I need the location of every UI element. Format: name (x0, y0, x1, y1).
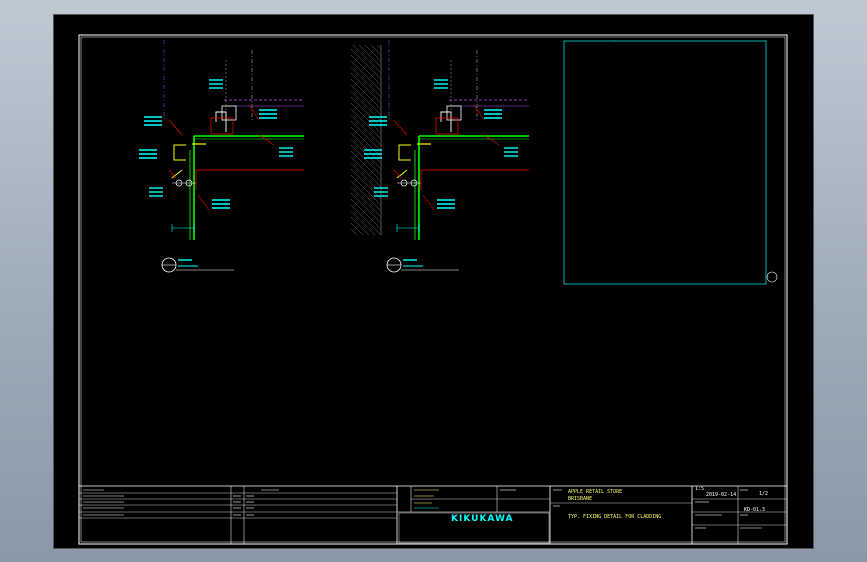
wall-hatch (350, 72, 382, 104)
wall-hatch (350, 54, 382, 86)
cad-drawing (78, 34, 788, 545)
project-name-line1: APPLE RETAIL STORE (568, 489, 623, 495)
wall-hatch (350, 204, 382, 236)
wall-hatch (350, 186, 382, 218)
wall-hatch (350, 126, 382, 158)
wall-hatch (350, 96, 382, 128)
wall-hatch (364, 44, 382, 62)
wall-hatch (350, 102, 382, 134)
steel-angle (440, 111, 452, 132)
logo-box (398, 512, 550, 544)
steel-box (221, 105, 237, 121)
north-mark (766, 271, 778, 283)
wall-hatch (350, 228, 358, 236)
wall-hatch (350, 222, 364, 236)
drawing-title: TYP. FIXING DETAIL FOR CLADDING (568, 514, 662, 520)
yellow-bracket (396, 169, 408, 179)
leader (473, 104, 485, 121)
wall-hatch (350, 174, 382, 206)
leader (168, 119, 183, 136)
sheet-number: 1/2 (759, 491, 769, 497)
wall-hatch (350, 60, 382, 92)
wall-hatch (350, 90, 382, 122)
yellow-bracket (398, 144, 411, 161)
bracket-frame (210, 117, 234, 135)
wall-hatch (350, 192, 382, 224)
leader (258, 134, 275, 146)
project-name-line2: BRISBANE (568, 496, 593, 502)
leader (422, 194, 435, 211)
wall-hatch (350, 150, 382, 182)
yellow-bracket (173, 144, 186, 161)
wall-hatch (350, 114, 382, 146)
leader (168, 169, 177, 179)
wall-hatch (350, 156, 382, 188)
wall-hatch (350, 66, 382, 98)
leader (393, 119, 408, 136)
wall-hatch (350, 198, 382, 230)
scale-value: 1:5 (695, 486, 705, 492)
wall-hatch (350, 210, 376, 236)
leader (197, 194, 210, 211)
wall-hatch (350, 144, 382, 176)
wall-hatch (350, 216, 370, 236)
drawing-sheet: KIKUKAWA APPLE RETAIL STORE BRISBANE TYP… (54, 15, 813, 548)
date-value: 2019-02-14 (706, 492, 737, 498)
wall-hatch (350, 108, 382, 140)
leader (393, 169, 402, 179)
wall-hatch (350, 48, 382, 80)
view-frame (563, 40, 767, 285)
wall-hatch (350, 180, 382, 212)
wall-hatch (350, 78, 382, 110)
steel-angle (215, 111, 227, 132)
wall-hatch (358, 44, 382, 68)
company-logo: KIKUKAWA (451, 514, 514, 524)
wall-hatch (350, 168, 382, 200)
wall-hatch (376, 44, 382, 50)
wall-hatch (350, 84, 382, 116)
drawing-border (78, 34, 788, 545)
leader (248, 104, 260, 121)
steel-box (446, 105, 462, 121)
yellow-bracket (171, 169, 183, 179)
leader (483, 134, 500, 146)
wall-hatch (352, 44, 382, 74)
drawing-number: KD-01.3 (744, 507, 766, 513)
bracket-frame (435, 117, 459, 135)
wall-hatch (370, 44, 382, 56)
drawing-border-inner (80, 36, 786, 543)
wall-hatch (350, 120, 382, 152)
